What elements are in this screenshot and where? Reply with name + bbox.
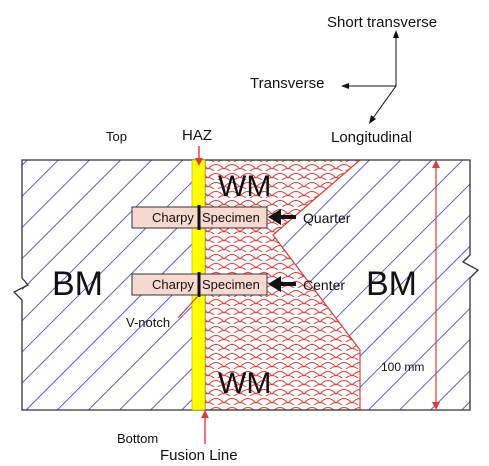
center-arrow (268, 276, 296, 292)
short-transverse-label: Short transverse (327, 14, 437, 31)
fusion-line-label: Fusion Line (160, 447, 238, 464)
specimen-center-left: Charpy (152, 277, 194, 292)
specimen-quarter-left: Charpy (152, 210, 194, 225)
longitudinal-label: Longitudinal (331, 129, 412, 146)
bottom-label: Bottom (117, 431, 158, 446)
fusion-line-arrow (201, 410, 209, 444)
orientation-axes (341, 30, 399, 124)
dimension-label: 100 mm (381, 360, 424, 374)
bm-left-label: BM (52, 265, 103, 303)
specimen-center: Charpy Specimen (131, 272, 268, 297)
center-label: Center (303, 277, 345, 293)
thickness-dimension (432, 160, 440, 410)
v-notch-leader (177, 296, 198, 319)
bm-right-label: BM (366, 265, 417, 303)
wm-top-label: WM (218, 170, 271, 203)
haz-arrow (195, 146, 203, 166)
quarter-arrow (268, 209, 296, 225)
quarter-label: Quarter (303, 210, 351, 226)
transverse-label: Transverse (250, 75, 324, 92)
specimen-quarter-right: Specimen (202, 210, 260, 225)
haz-label: HAZ (182, 127, 212, 144)
specimen-quarter: Charpy Specimen (131, 205, 268, 230)
wm-bottom-label: WM (218, 367, 271, 400)
plate-outline (12, 159, 480, 411)
specimen-center-right: Specimen (202, 277, 260, 292)
top-label: Top (106, 129, 127, 144)
v-notch-label: V-notch (126, 315, 170, 330)
